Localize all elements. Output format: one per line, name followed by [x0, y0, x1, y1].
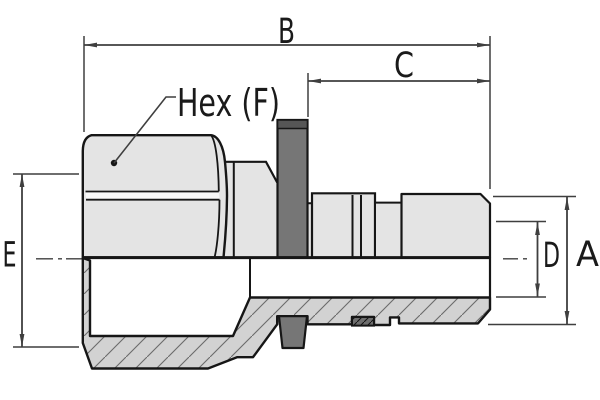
- tab-upper: [276, 118, 309, 259]
- hex-corner-facet-top: [210, 134, 220, 192]
- dim-d-arrow-top: [535, 222, 540, 235]
- dim-c: C: [307, 46, 490, 117]
- seal-ring-section: [351, 316, 375, 327]
- dim-e-arrow-top: [19, 174, 25, 187]
- tab-cap: [276, 119, 309, 130]
- dim-e-arrow-bottom: [19, 334, 25, 347]
- hex-note-label: Hex (F): [177, 81, 280, 125]
- barb-band: [310, 192, 377, 259]
- hex-leader: Hex (F): [110, 81, 280, 167]
- hex-band-highlight: [85, 191, 220, 200]
- dim-e-label: E: [3, 236, 17, 276]
- tab-lower-section: [277, 315, 309, 350]
- dim-b: B: [83, 12, 491, 189]
- section-hatch-lines: [81, 256, 492, 370]
- dim-a: A: [488, 195, 599, 326]
- outside-view-upper-half: [81, 118, 492, 259]
- dim-c-arrow-left: [308, 78, 321, 84]
- dim-b-arrow-left: [84, 42, 97, 48]
- dim-c-arrow-right: [477, 78, 490, 84]
- dim-d: D: [496, 220, 560, 298]
- dim-e: E: [3, 173, 79, 348]
- dim-d-label: D: [543, 236, 560, 276]
- dim-c-label: C: [394, 46, 414, 86]
- dim-b-arrow-right: [477, 42, 490, 48]
- dim-a-arrow-top: [564, 197, 570, 210]
- hex-nut: [81, 134, 229, 259]
- dim-a-label: A: [576, 235, 599, 275]
- hex-corner-facet-bottom: [213, 199, 221, 258]
- end-cylinder: [400, 192, 492, 259]
- collar: [224, 160, 279, 258]
- dim-b-label: B: [278, 12, 295, 52]
- dim-d-arrow-bottom: [535, 283, 540, 297]
- dim-a-arrow-bottom: [564, 311, 570, 324]
- cross-section-lower-half: [81, 256, 492, 370]
- leader-line: [113, 96, 176, 164]
- neck-right: [374, 201, 403, 259]
